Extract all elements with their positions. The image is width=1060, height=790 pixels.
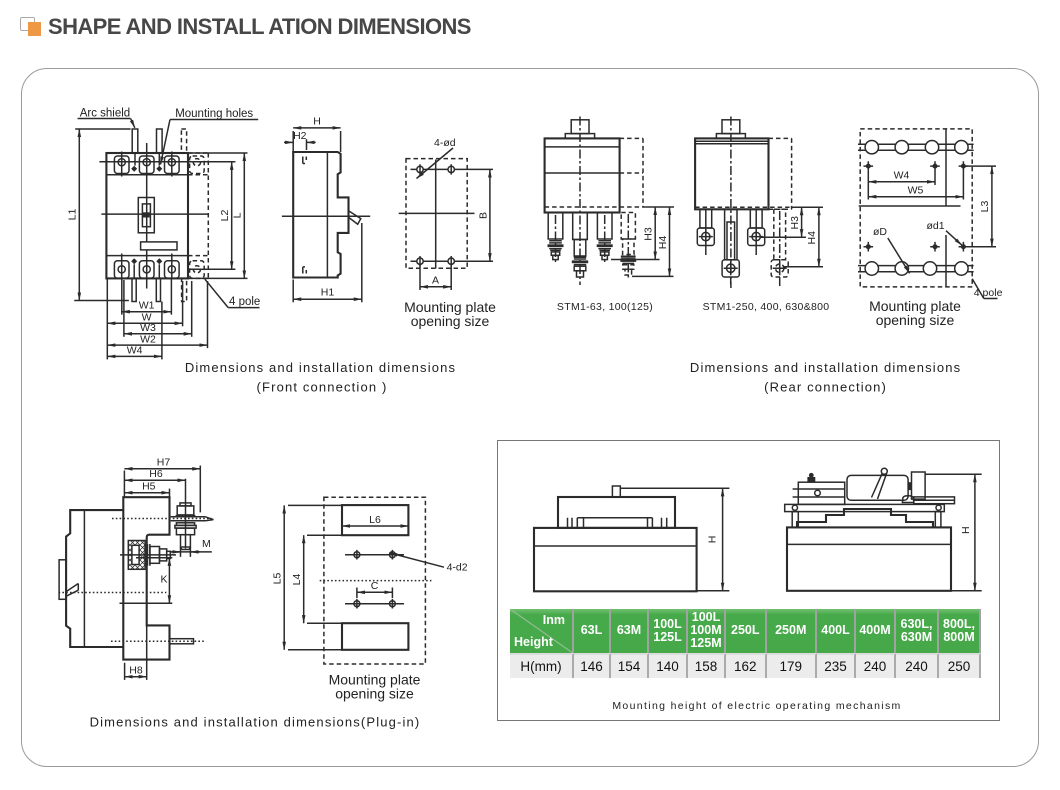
svg-text:(Rear connection): (Rear connection) (764, 380, 887, 395)
svg-text:Mounting plate: Mounting plate (404, 299, 496, 315)
svg-text:H4: H4 (806, 231, 818, 245)
svg-text:W4: W4 (127, 345, 143, 357)
svg-text:W: W (142, 312, 152, 324)
svg-text:H3: H3 (789, 216, 801, 230)
svg-text:L1: L1 (67, 209, 79, 221)
svg-text:K: K (161, 574, 168, 586)
svg-text:L5: L5 (272, 573, 284, 585)
svg-text:W2: W2 (140, 333, 156, 345)
svg-text:H1: H1 (321, 287, 335, 299)
svg-text:4 pole: 4 pole (974, 287, 1003, 299)
svg-text:W1: W1 (139, 300, 155, 312)
svg-text:L3: L3 (979, 201, 991, 213)
svg-text:L4: L4 (291, 574, 303, 586)
svg-text:H4: H4 (657, 236, 669, 250)
svg-text:Arc shield: Arc shield (80, 108, 131, 120)
svg-text:H: H (960, 526, 972, 534)
svg-text:opening size: opening size (411, 313, 490, 329)
svg-text:Mounting plate: Mounting plate (329, 672, 421, 688)
svg-text:Mounting plate: Mounting plate (869, 298, 961, 314)
svg-text:4-d2: 4-d2 (447, 562, 468, 574)
svg-text:W3: W3 (140, 322, 156, 334)
svg-text:W4: W4 (894, 170, 910, 182)
svg-text:B: B (477, 212, 489, 219)
svg-text:4-ød: 4-ød (434, 137, 456, 149)
svg-text:opening size: opening size (335, 686, 414, 702)
svg-text:Dimensions and installation di: Dimensions and installation dimensions (690, 360, 961, 375)
svg-text:opening size: opening size (876, 312, 955, 328)
svg-text:Dimensions and installation di: Dimensions and installation dimensions (185, 360, 456, 375)
svg-text:Mounting height of electric op: Mounting height of electric operating me… (612, 700, 901, 712)
svg-text:L: L (232, 212, 244, 218)
svg-text:STM1-250, 400, 630&800: STM1-250, 400, 630&800 (703, 301, 830, 313)
svg-text:H: H (313, 116, 321, 128)
svg-text:H8: H8 (129, 665, 143, 677)
svg-text:Dimensions and installation di: Dimensions and installation dimensions(P… (90, 715, 421, 730)
svg-text:4 pole: 4 pole (229, 296, 260, 308)
svg-text:øD: øD (873, 226, 887, 238)
svg-text:ød1: ød1 (927, 220, 945, 232)
svg-text:L2: L2 (219, 210, 231, 222)
svg-text:Mounting holes: Mounting holes (175, 108, 253, 120)
svg-text:C: C (371, 580, 379, 592)
svg-text:W5: W5 (908, 185, 924, 197)
svg-text:H3: H3 (643, 227, 655, 241)
svg-text:H: H (707, 536, 719, 544)
svg-text:A: A (432, 275, 439, 287)
svg-text:(Front connection ): (Front connection ) (257, 380, 388, 395)
svg-text:M: M (202, 538, 211, 550)
svg-text:H2: H2 (293, 130, 307, 142)
svg-text:H5: H5 (142, 481, 156, 493)
svg-text:STM1-63, 100(125): STM1-63, 100(125) (557, 301, 653, 313)
svg-text:L6: L6 (369, 514, 381, 526)
svg-text:H6: H6 (149, 468, 163, 480)
svg-text:H7: H7 (157, 457, 171, 469)
